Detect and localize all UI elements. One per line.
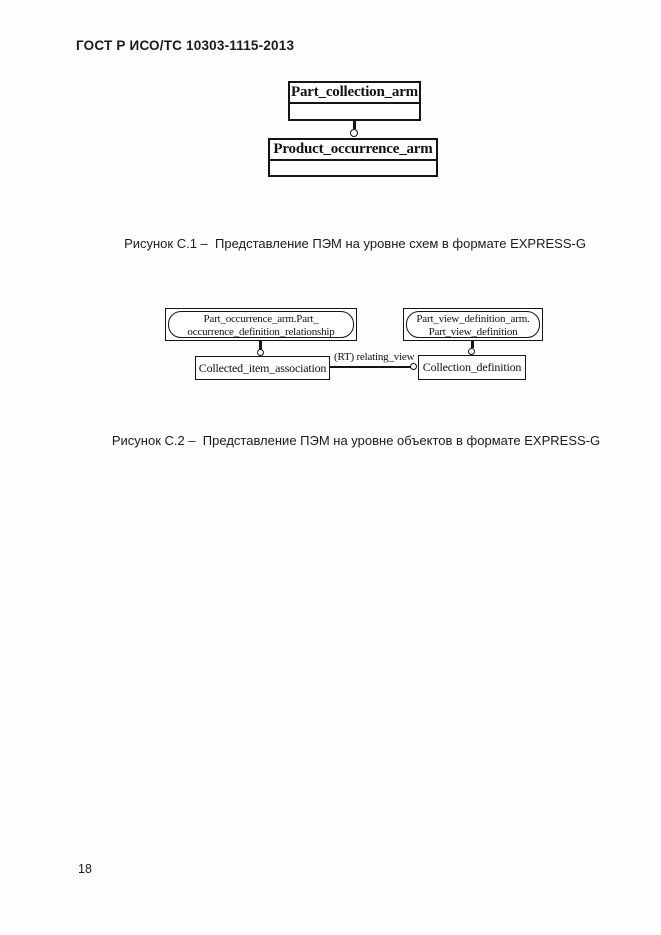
interschema-ref-oval: Part_view_definition_arm. Part_view_defi… xyxy=(406,311,540,338)
ref-text-line1: Part_view_definition_arm. xyxy=(416,313,530,325)
connector-line xyxy=(353,121,356,129)
entity-box-collection-definition: Collection_definition xyxy=(418,355,526,380)
schema-box-product-occurrence-arm: Product_occurrence_arm xyxy=(268,138,438,177)
figure-c2-caption: Рисунок С.2 – Представление ПЭМ на уровн… xyxy=(111,433,601,448)
connector-line xyxy=(259,341,262,350)
interschema-ref-oval: Part_occurrence_arm.Part_ occurrence_def… xyxy=(168,311,354,338)
interschema-ref-part-view-definition: Part_view_definition_arm. Part_view_defi… xyxy=(403,308,543,341)
interschema-ref-part-occurrence: Part_occurrence_arm.Part_ occurrence_def… xyxy=(165,308,357,341)
schema-box-body xyxy=(270,161,436,178)
connector-line xyxy=(471,341,474,348)
open-circle-connector-icon xyxy=(350,129,358,137)
open-circle-connector-icon xyxy=(468,348,475,355)
ref-text-line2: occurrence_definition_relationship xyxy=(187,326,335,338)
schema-box-title: Part_collection_arm xyxy=(290,83,419,104)
open-circle-connector-icon xyxy=(257,349,264,356)
relation-line xyxy=(330,366,411,368)
page-number: 18 xyxy=(78,862,92,876)
ref-text-line1: Part_occurrence_arm.Part_ xyxy=(203,313,319,325)
schema-box-body xyxy=(290,104,419,121)
open-circle-connector-icon xyxy=(410,363,417,370)
relation-label: (RT) relating_view xyxy=(334,351,415,363)
document-header: ГОСТ Р ИСО/ТС 10303-1115-2013 xyxy=(76,38,295,53)
figure-c1-caption: Рисунок С.1 – Представление ПЭМ на уровн… xyxy=(124,236,586,251)
ref-text-line2: Part_view_definition xyxy=(428,326,518,338)
entity-box-collected-item-association: Collected_item_association xyxy=(195,356,330,380)
schema-box-title: Product_occurrence_arm xyxy=(270,140,436,161)
schema-box-part-collection-arm: Part_collection_arm xyxy=(288,81,421,121)
